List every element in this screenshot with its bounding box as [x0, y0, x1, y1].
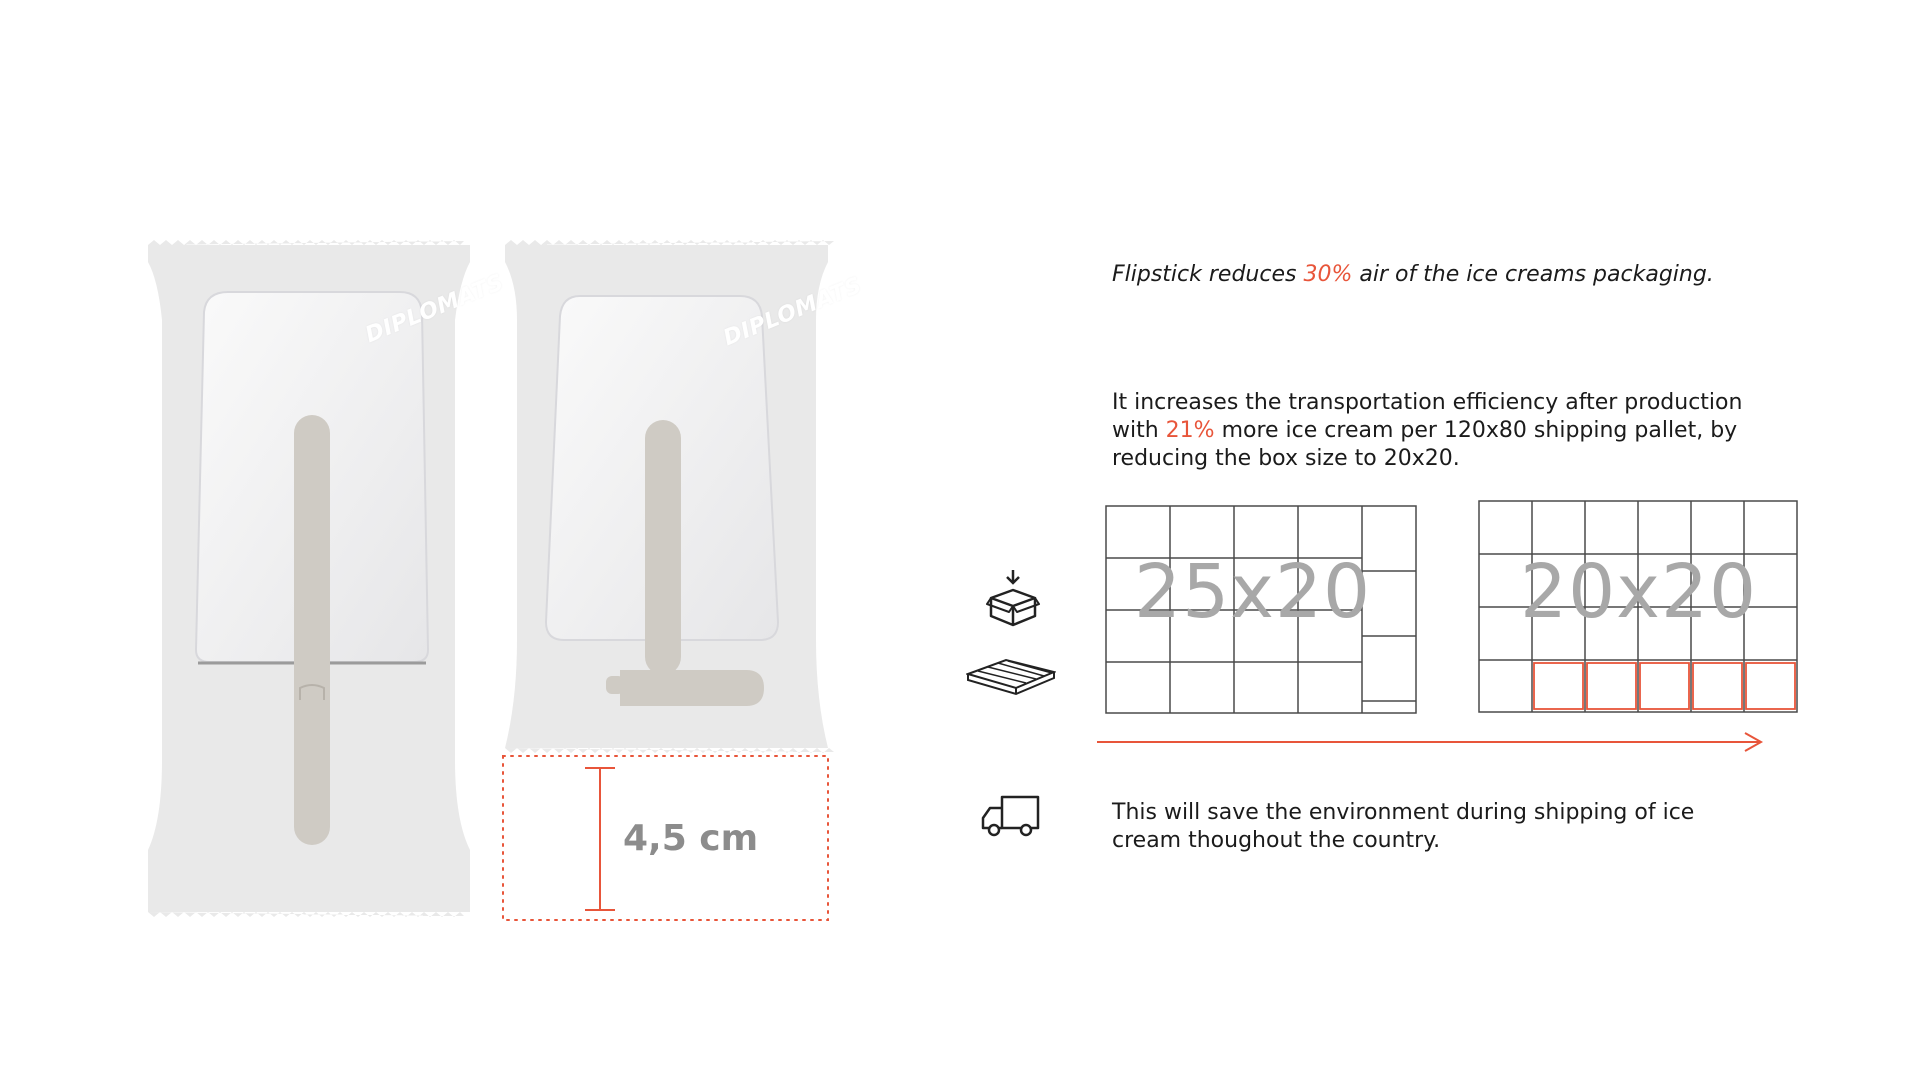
transport-highlight: 21%: [1165, 418, 1215, 443]
pallet-grid-20x20: [1478, 500, 1798, 713]
air-reduction-suffix: air of the ice creams packaging.: [1352, 262, 1714, 287]
transport-line-2: with 21% more ice cream per 120x80 shipp…: [1112, 417, 1832, 445]
pallet-grid-25x20: [1105, 505, 1417, 714]
transport-statement: It increases the transportation efficien…: [1112, 389, 1832, 473]
transport-line-1: It increases the transportation efficien…: [1112, 390, 1743, 415]
pallet-icon: [966, 658, 1056, 696]
truck-icon: [981, 795, 1040, 837]
packaging-illustrations: DIPLOMATS DIPLOMATS 4,5 cm: [0, 0, 880, 1080]
transport-line-3: reducing the box size to 20x20.: [1112, 446, 1460, 471]
height-difference-label: 4,5 cm: [623, 818, 759, 859]
transport-line-2-suffix: more ice cream per 120x80 shipping palle…: [1214, 418, 1738, 443]
flipstick-wrapper: [505, 240, 834, 753]
added-boxes: [1533, 662, 1796, 710]
air-reduction-highlight: 30%: [1303, 262, 1353, 287]
box-icon: [986, 570, 1040, 627]
air-reduction-statement: Flipstick reduces 30% air of the ice cre…: [1112, 261, 1812, 289]
environment-line-1: This will save the environment during sh…: [1112, 800, 1695, 825]
standard-wrapper: [148, 240, 470, 917]
environment-statement: This will save the environment during sh…: [1112, 799, 1812, 855]
arrow-right-icon: [1097, 732, 1764, 752]
transport-line-2-prefix: with: [1112, 418, 1166, 443]
old-box-size-label: 25x20: [1134, 549, 1372, 635]
height-difference-indicator: [502, 755, 829, 921]
environment-line-2: cream thoughout the country.: [1112, 828, 1441, 853]
air-reduction-prefix: Flipstick reduces: [1112, 262, 1304, 287]
packaging-svg: [148, 240, 834, 921]
new-box-size-label: 20x20: [1520, 549, 1758, 635]
